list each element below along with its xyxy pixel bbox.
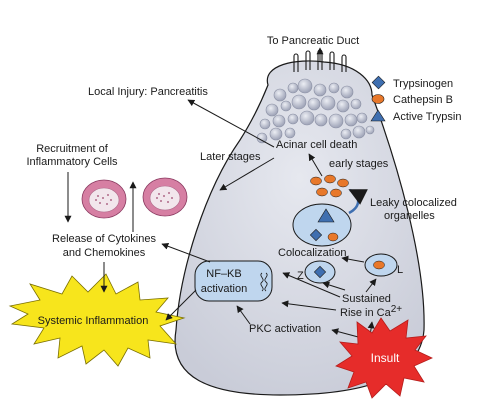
legend-trypsinogen: Trypsinogen bbox=[393, 78, 453, 90]
triangle-icon bbox=[370, 109, 386, 122]
nfkb-to-systemic-arrow bbox=[165, 289, 197, 321]
leaked-cathepsin bbox=[310, 174, 349, 198]
to-pancreatic-duct-label: To Pancreatic Duct bbox=[267, 35, 359, 47]
legend: Trypsinogen Cathepsin B Active Trypsin bbox=[370, 75, 461, 123]
active-trypsin-icon bbox=[317, 208, 335, 223]
acinar-cell-death-label: Acinar cell death bbox=[276, 139, 357, 151]
diamond-icon bbox=[371, 75, 386, 90]
systemic-starburst bbox=[8, 273, 186, 367]
dna-icon bbox=[260, 272, 268, 292]
legend-cathepsin: Cathepsin B bbox=[393, 94, 453, 106]
insult-to-pkc-arrow bbox=[331, 328, 363, 339]
early-stages-label: early stages bbox=[329, 158, 389, 170]
leaky-label-2: organelles bbox=[384, 210, 435, 222]
ca-to-nfkb-arrow bbox=[282, 272, 341, 298]
release-label-1: Release of Cytokines bbox=[52, 233, 156, 245]
later-stages-label: Later stages bbox=[200, 151, 261, 163]
ca-to-nfkb-lower-arrow bbox=[281, 300, 337, 311]
leak-arrow bbox=[348, 188, 369, 215]
pkc-activation-label: PKC activation bbox=[249, 323, 321, 335]
nfkb-to-release-arrow bbox=[161, 242, 211, 263]
sustained-label-1: Sustained bbox=[342, 293, 391, 305]
z-label: Z bbox=[297, 270, 304, 282]
cathepsin-icon bbox=[327, 232, 339, 242]
colocalization-label: Colocalization bbox=[278, 247, 346, 259]
oval-icon bbox=[371, 94, 385, 104]
recruitment-label-1: Recruitment of bbox=[36, 143, 108, 155]
pkc-to-nfkb-arrow bbox=[236, 305, 251, 325]
release-label-2: and Chemokines bbox=[63, 247, 146, 259]
insult-label: Insult bbox=[371, 351, 400, 365]
recruitment-label-2: Inflammatory Cells bbox=[26, 156, 118, 168]
colocalization-arrow-l bbox=[341, 255, 365, 263]
ca-to-l-arrow bbox=[365, 278, 377, 293]
to-local-injury-arrow bbox=[187, 99, 275, 148]
inflammatory-cell-1 bbox=[81, 179, 127, 219]
leaky-label-1: Leaky colocalized bbox=[370, 197, 457, 209]
l-cathepsin-icon bbox=[373, 260, 385, 270]
nfkb-label-1: NF–KB bbox=[206, 268, 241, 280]
later-stages-arrow bbox=[219, 157, 275, 191]
nfkb-label-2: activation bbox=[201, 283, 247, 295]
ca-to-z-arrow bbox=[322, 281, 346, 291]
sustained-label-2: Rise in Ca2+ bbox=[340, 304, 402, 319]
local-injury-label: Local Injury: Pancreatitis bbox=[88, 86, 208, 98]
colocalized-vesicle bbox=[292, 203, 352, 247]
nfkb-box bbox=[194, 260, 273, 302]
trypsinogen-icon bbox=[309, 228, 323, 242]
early-stages-arrow bbox=[308, 153, 323, 177]
systemic-inflammation-label: Systemic Inflammation bbox=[38, 315, 149, 327]
inflammatory-cell-2 bbox=[142, 177, 188, 217]
insult-starburst bbox=[335, 317, 433, 399]
zymogen-granules bbox=[256, 78, 375, 144]
l-label: L bbox=[397, 264, 403, 276]
legend-active-trypsin: Active Trypsin bbox=[393, 111, 461, 123]
z-trypsinogen-icon bbox=[313, 265, 327, 279]
